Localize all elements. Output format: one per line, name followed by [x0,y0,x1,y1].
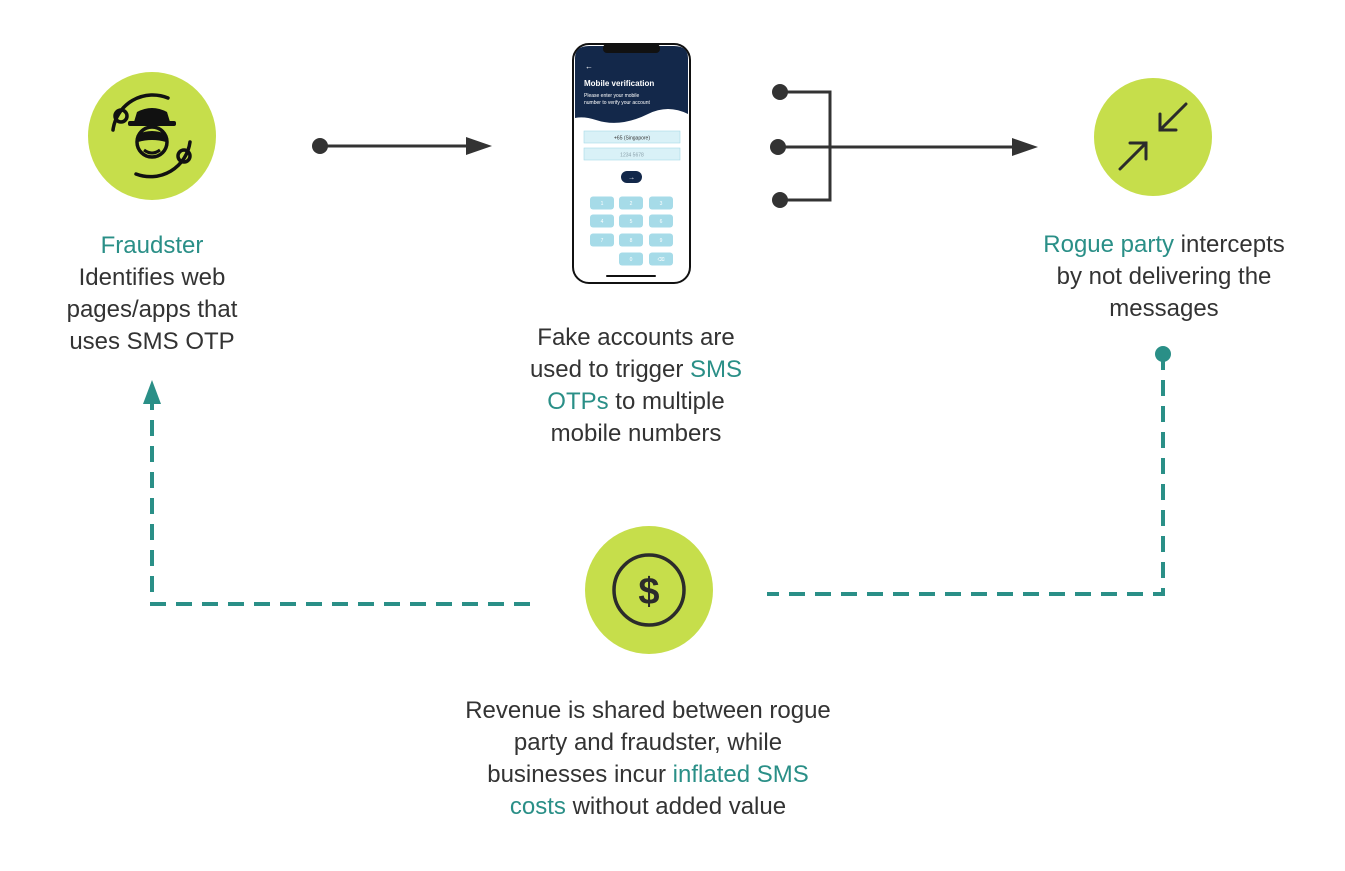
phone-submit-button[interactable] [621,171,642,183]
svg-text:$: $ [638,571,659,613]
phone-title: Mobile verification [584,79,654,88]
phone-key-2[interactable] [619,196,643,210]
revenue-node: $ [585,526,713,654]
phone-subtitle-line1: Please enter your mobile [584,93,640,99]
arrow-phone-to-rogue [770,84,1038,208]
phone-key-0[interactable] [619,252,643,266]
phone-back-arrow[interactable]: ← [585,62,593,71]
fake-accounts-line3b: to multiple [608,388,725,415]
phone-submit-arrow: → [628,175,635,182]
phone-key-label: 7 [601,238,604,244]
phone-key-label: 6 [660,219,663,225]
phone-key-label: 1 [601,201,604,207]
phone-key-label: 4 [601,219,604,225]
revenue-line3a: businesses incur [487,761,673,788]
fraudster-line3: uses SMS OTP [69,328,235,355]
fake-accounts-line1: Fake accounts are [537,324,735,351]
revenue-line4a: costs [509,793,566,820]
fraudster-node [88,72,216,200]
fake-accounts-line3a: OTPs [547,388,609,415]
phone-key-label: 3 [660,201,663,207]
dashed-arrow-rogue-to-revenue [767,346,1171,596]
rogue-party-caption: Rogue party intercepts by not delivering… [1014,229,1314,325]
phone-key-8[interactable] [619,233,643,247]
revenue-line4b: without added value [565,793,787,820]
phone-key-label: 5 [630,219,633,225]
phone-key-5[interactable] [619,214,643,228]
fraudster-line1: Identifies web [78,264,226,291]
phone-key-7[interactable] [590,233,614,247]
phone-key-label: 0 [630,257,633,263]
dashed-arrow-revenue-to-fraudster [143,380,530,606]
phone-key-4[interactable] [590,214,614,228]
phone-country-field[interactable] [583,130,681,144]
arrows-intercept-icon [1118,102,1188,171]
masked-fraudster-icon [111,93,192,179]
rogue-party-line1b: intercepts [1174,231,1285,258]
phone-key-9[interactable] [649,233,673,247]
revenue-caption: Revenue is shared between rogue party an… [428,695,868,823]
rogue-party-line1a: Rogue party [1043,231,1175,258]
revenue-line3b: inflated SMS [672,761,809,788]
fraudster-line2: pages/apps that [66,296,238,323]
rogue-party-line3: messages [1109,295,1219,322]
phone-key-3[interactable] [649,196,673,210]
phone-mockup: ← Mobile verification Please enter your … [572,43,691,284]
rogue-party-node [1094,78,1212,196]
phone-key-label: 2 [630,201,633,207]
phone-keypad: 1 2 3 4 5 6 7 8 9 0 ⌫ [590,196,673,266]
phone-number-placeholder: 1234 5678 [620,153,644,159]
arrow-fraudster-to-phone [312,137,492,155]
phone-key-label: 9 [660,238,663,244]
phone-key-delete[interactable] [649,252,673,266]
phone-key-1[interactable] [590,196,614,210]
phone-country-value: +65 (Singapore) [614,136,650,142]
fake-accounts-line4: mobile numbers [550,420,722,447]
phone-key-6[interactable] [649,214,673,228]
fake-accounts-line2a: used to trigger [529,356,691,383]
fraudster-caption: Fraudster Identifies web pages/apps that… [42,230,262,358]
rogue-party-line2: by not delivering the [1056,263,1272,290]
fake-accounts-caption: Fake accounts are used to trigger SMS OT… [486,322,786,450]
phone-key-label: ⌫ [657,257,664,263]
revenue-line1: Revenue is shared between rogue [465,697,831,724]
fraudster-title: Fraudster [100,232,204,259]
fake-accounts-line2b: SMS [690,356,743,383]
phone-number-field[interactable] [583,147,681,161]
revenue-line2: party and fraudster, while [513,729,783,756]
dollar-icon [612,553,686,627]
phone-key-label: 8 [630,238,633,244]
phone-subtitle-line2: number to verify your account [584,100,650,106]
